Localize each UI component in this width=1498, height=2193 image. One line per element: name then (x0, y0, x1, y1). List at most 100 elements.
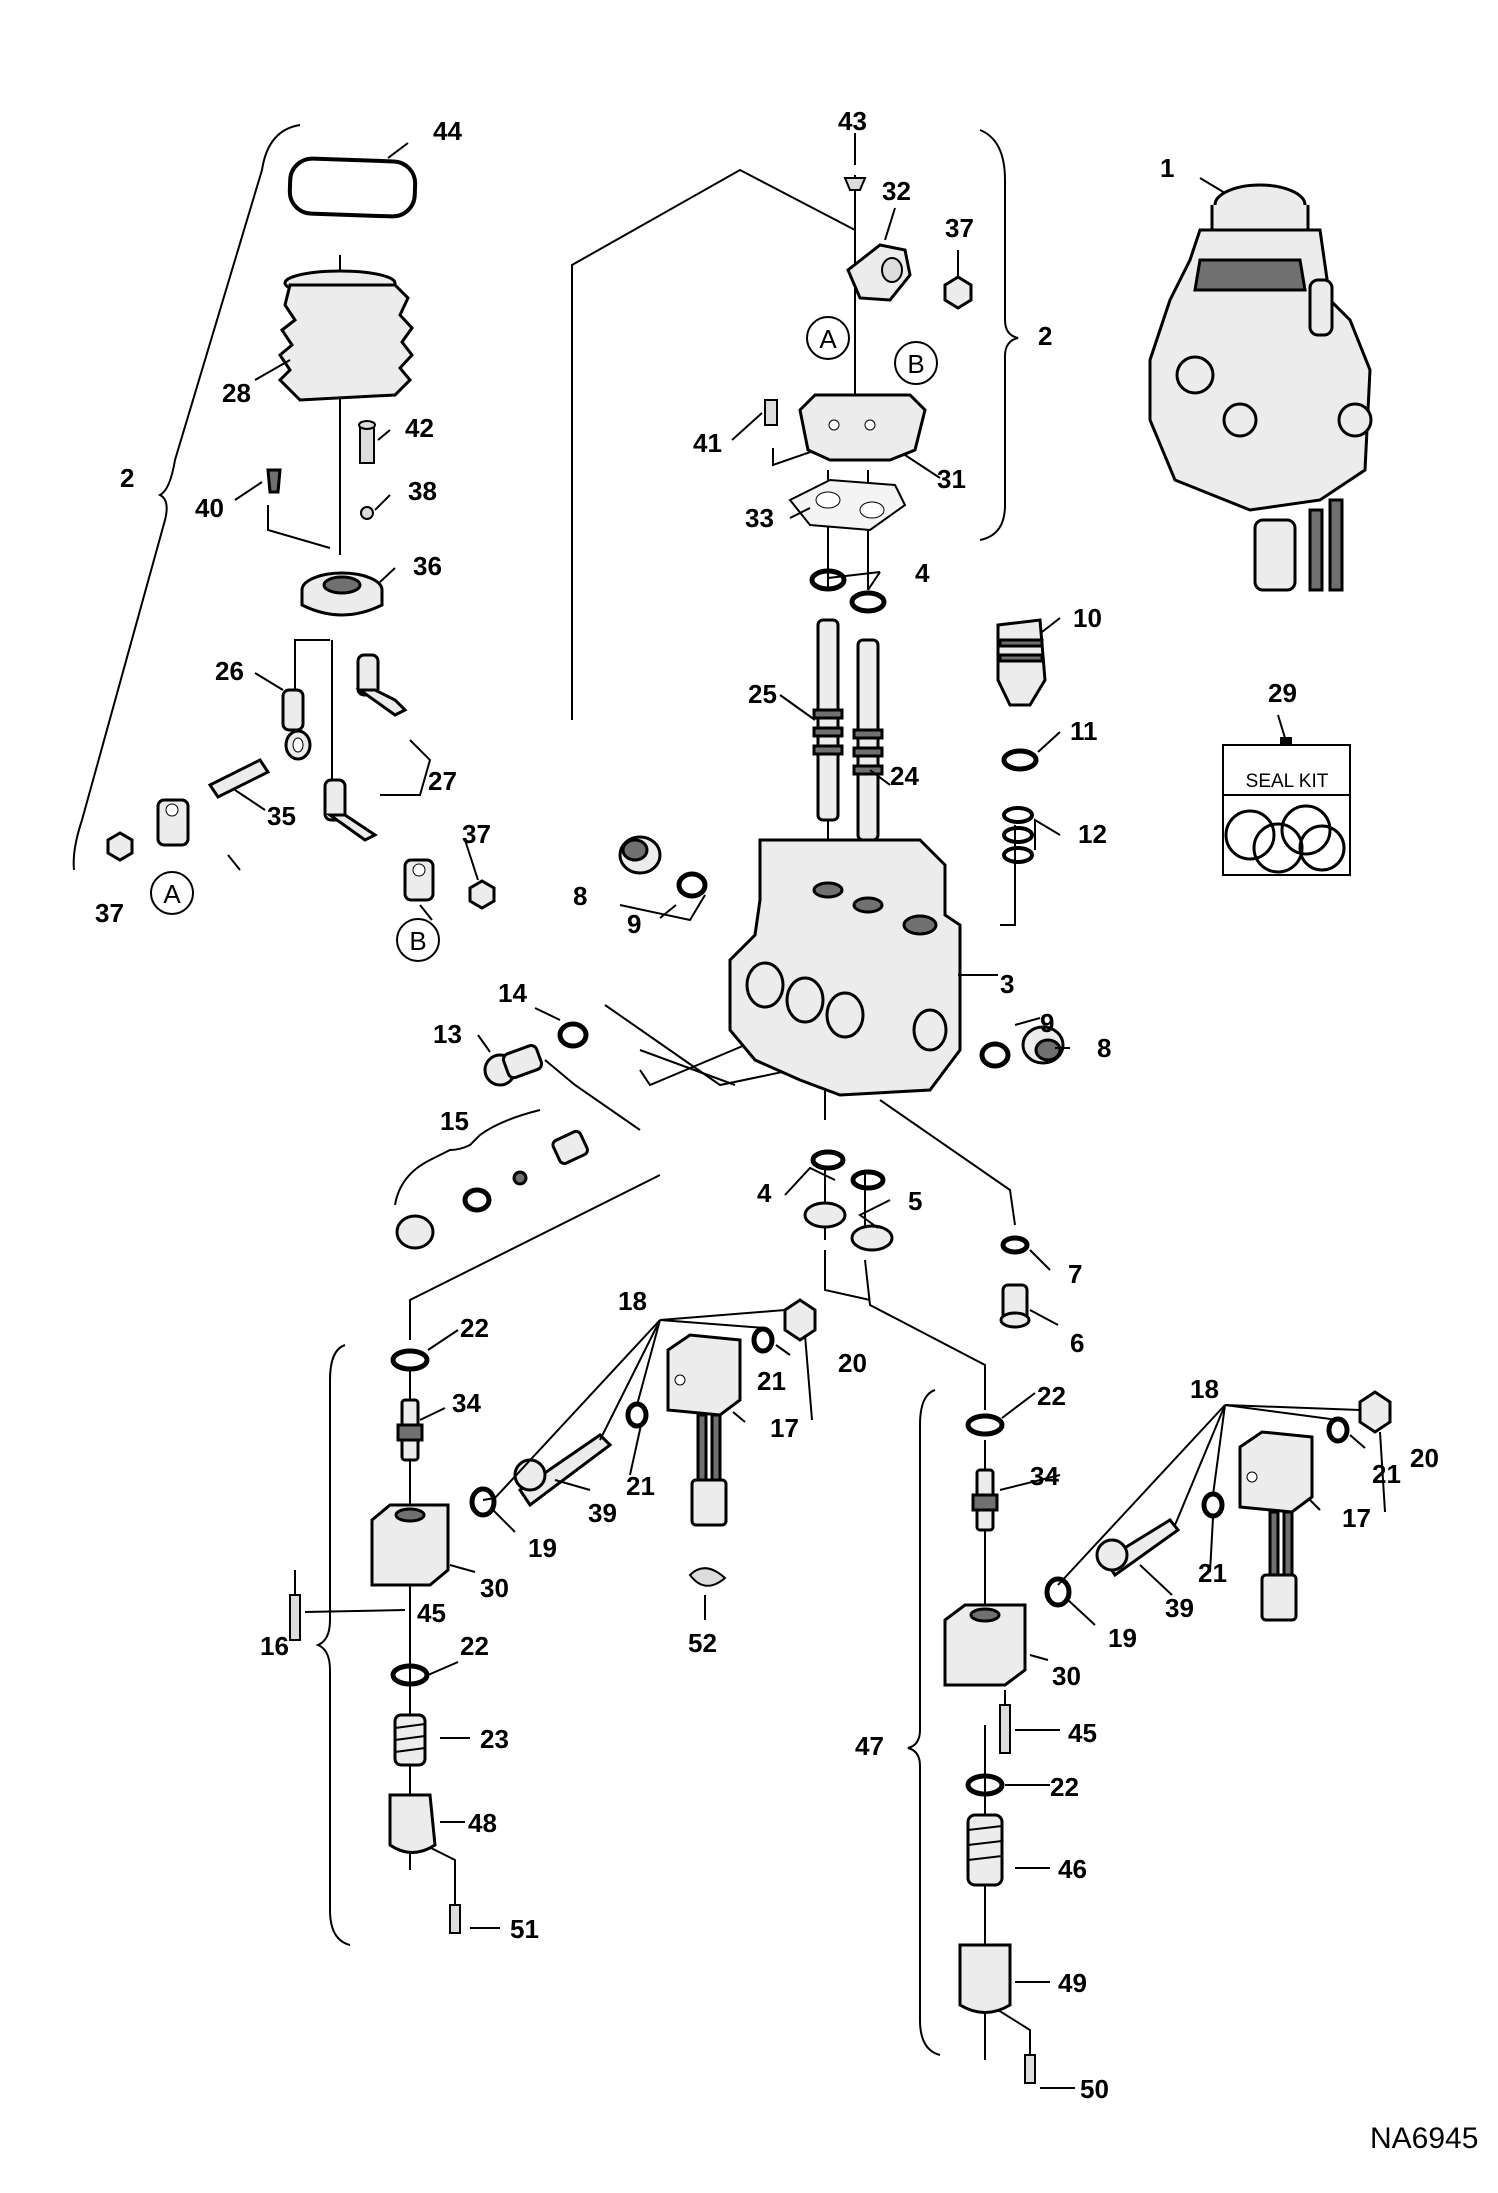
callout-45-right: 45 (1068, 1718, 1097, 1748)
view-markers: A B A B (150, 316, 938, 962)
part-yoke-b (403, 858, 435, 902)
callout-39-right: 39 (1165, 1593, 1194, 1623)
part-5-seal-1 (803, 1201, 847, 1229)
seal-kit-label: SEAL KIT (1246, 771, 1329, 792)
part-50-screw (1024, 2054, 1036, 2084)
callout-44: 44 (433, 116, 462, 146)
callout-22-3: 22 (1037, 1381, 1066, 1411)
part-39-cartridge-left (513, 1433, 613, 1508)
callout-37-left: 37 (95, 898, 124, 928)
callout-9-left: 9 (627, 909, 641, 939)
part-20-nut-right (1358, 1390, 1392, 1434)
part-25-spool (812, 618, 844, 822)
callout-4-bottom: 4 (757, 1178, 772, 1208)
part-6-check-valve (999, 1283, 1031, 1329)
callout-22-4: 22 (1050, 1772, 1079, 1802)
part-22-oring-2 (390, 1663, 430, 1687)
brace-16 (315, 1344, 351, 1946)
callout-17-left: 17 (770, 1413, 799, 1443)
part-22-oring-1 (390, 1348, 430, 1372)
callout-42: 42 (405, 413, 434, 443)
part-9-oring-right (979, 1041, 1011, 1069)
part-29-seal-kit (1222, 737, 1351, 876)
part-27-fitting-lower (323, 778, 378, 842)
part-14-oring (557, 1021, 589, 1049)
view-marker-b-upper (894, 341, 938, 385)
part-yoke-a (156, 798, 190, 847)
callout-48: 48 (468, 1808, 497, 1838)
callout-49: 49 (1058, 1968, 1087, 1998)
part-34-stem-left (396, 1398, 424, 1462)
view-marker-a-lower (150, 871, 194, 915)
part-12-ring-1 (1002, 806, 1034, 824)
callout-4-top: 4 (915, 558, 930, 588)
callout-13: 13 (433, 1019, 462, 1049)
part-37-nut-left (106, 831, 134, 862)
part-24-spool (852, 638, 884, 842)
part-21-oring-left-b (751, 1326, 775, 1354)
drawing-code: NA6945 (1370, 2122, 1478, 2155)
part-37-nut-top (943, 275, 973, 310)
part-7-oring (1000, 1235, 1030, 1255)
callout-39-left: 39 (588, 1498, 617, 1528)
callout-36: 36 (413, 551, 442, 581)
callout-12: 12 (1078, 819, 1107, 849)
part-4-oring-3 (810, 1149, 846, 1171)
part-3-valve-body (728, 838, 962, 1097)
part-19-oring-left (469, 1486, 497, 1518)
callout-8-left: 8 (573, 881, 587, 911)
callout-1: 1 (1160, 153, 1174, 183)
group-braces (72, 124, 1019, 2056)
view-marker-b-lower (396, 918, 440, 962)
part-20-nut-left (783, 1298, 817, 1342)
leader-lines (267, 168, 1031, 2060)
callout-17-right: 17 (1342, 1503, 1371, 1533)
part-28-boot (277, 269, 414, 402)
callout-38: 38 (408, 476, 437, 506)
view-marker-b-upper-label: B (907, 349, 924, 379)
callout-34-right: 34 (1030, 1461, 1059, 1491)
part-30-block-left (370, 1503, 450, 1587)
callout-28: 28 (222, 378, 251, 408)
part-22-oring-3 (965, 1413, 1005, 1437)
part-13-plug (483, 1044, 544, 1087)
part-4-oring-2 (849, 590, 887, 614)
part-46-spring-right (966, 1813, 1004, 1887)
part-34-stem-right (971, 1468, 999, 1532)
part-17-coil-right (1238, 1430, 1314, 1622)
callout-7: 7 (1068, 1259, 1082, 1289)
part-21-oring-right-b (1326, 1416, 1350, 1444)
brace-15 (394, 1109, 541, 1206)
part-38-washer (360, 506, 374, 520)
callout-21-right-a: 21 (1372, 1459, 1401, 1489)
brace-left-2 (72, 124, 301, 871)
brace-47 (907, 1389, 941, 2056)
part-22-oring-4 (965, 1773, 1005, 1797)
callout-41: 41 (693, 428, 722, 458)
callout-14: 14 (498, 978, 527, 1008)
part-4-oring-1 (809, 568, 847, 592)
callout-32: 32 (882, 176, 911, 206)
part-45-screw-left (289, 1594, 301, 1641)
callout-11: 11 (1070, 716, 1098, 746)
callout-22-2: 22 (460, 1631, 489, 1661)
part-37-nut-right (468, 879, 496, 910)
view-marker-b-lower-label: B (409, 926, 426, 956)
part-17-coil-left (666, 1333, 742, 1527)
part-4-oring-4 (850, 1169, 886, 1191)
part-44-gasket (287, 156, 418, 219)
callout-leaders (227, 133, 1386, 2089)
callout-numbers: 1 2 2 3 4 4 5 6 7 8 8 9 9 10 11 12 13 14… (95, 106, 1439, 2104)
part-15-relief-valve (395, 1129, 589, 1250)
callout-29: 29 (1268, 678, 1297, 708)
callout-21-left-b: 21 (626, 1471, 655, 1501)
view-marker-a-lower-label: A (163, 879, 181, 909)
part-35-pin (207, 758, 271, 799)
callout-2-left: 2 (120, 463, 134, 493)
part-52-clip (688, 1567, 727, 1587)
callout-37-right: 37 (462, 819, 491, 849)
part-10-valve (996, 618, 1047, 707)
callout-20-right: 20 (1410, 1443, 1439, 1473)
callout-24: 24 (890, 761, 919, 791)
